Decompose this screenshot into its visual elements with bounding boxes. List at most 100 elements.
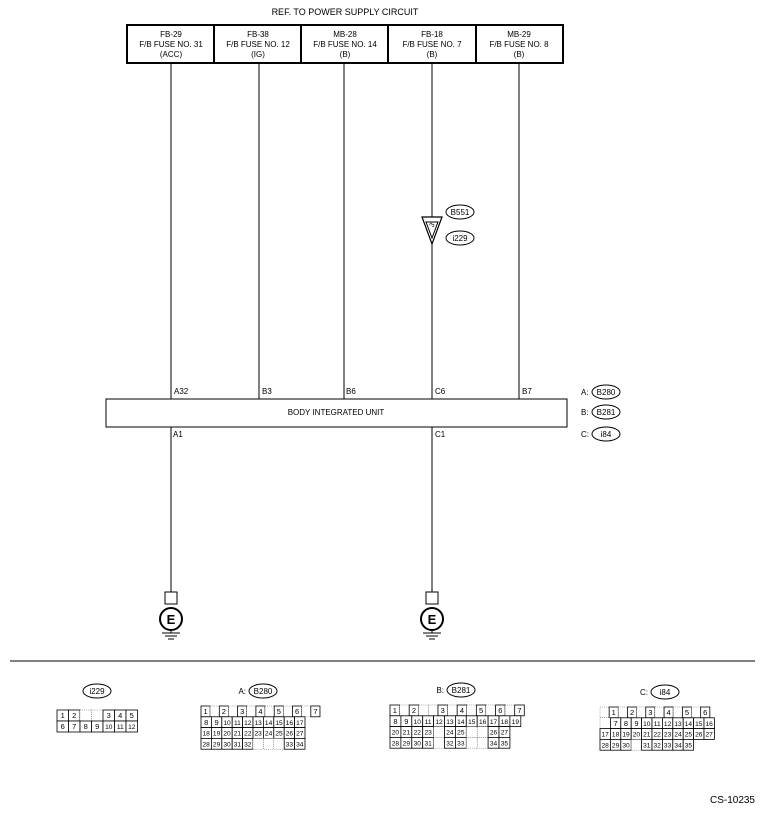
pin-number: 2 [412, 706, 416, 715]
pin-number: 28 [203, 741, 211, 748]
fuse-sub: (B) [427, 50, 438, 59]
pin-cell-empty [618, 706, 628, 718]
pin-number: 12 [128, 724, 136, 731]
pin-number: 6 [703, 708, 707, 717]
pin-number: 16 [706, 721, 714, 728]
pin-cell [125, 720, 138, 733]
pin-number: 26 [695, 732, 703, 739]
connector-prefix: C: [640, 688, 648, 697]
pin-number: 18 [612, 732, 620, 739]
pin-label: C6 [435, 387, 446, 396]
pin-number: 15 [275, 720, 283, 727]
pin-number: 7 [517, 706, 521, 715]
pin-number: 14 [685, 721, 693, 728]
pin-number: 34 [296, 741, 304, 748]
connector-code: B281 [452, 686, 471, 695]
connector-oval [650, 684, 680, 700]
fuse-cell-4: FB-18 F/B FUSE NO. 7 (B) [402, 30, 462, 59]
pin-number: 19 [622, 732, 630, 739]
key-prefix: A: [581, 388, 589, 397]
key-code: B281 [597, 408, 616, 417]
pin-cell-empty [399, 704, 410, 716]
inline-connector-arrow [421, 216, 443, 246]
pin-number: 3 [240, 707, 244, 716]
pin-number: 27 [706, 732, 714, 739]
pin-cell [682, 739, 695, 751]
pin-number: 22 [414, 730, 422, 737]
pin-number: 24 [265, 731, 273, 738]
footer-code: CS-10235 [710, 795, 755, 806]
pin-number: 30 [622, 742, 630, 749]
key-oval [591, 384, 621, 400]
pin-number: 31 [424, 740, 432, 747]
connector-key: A: B280 B: B281 C: i84 [581, 384, 621, 442]
ground-symbol-c1: E [420, 591, 444, 640]
pin-number: 20 [392, 730, 400, 737]
pin-cell-empty [91, 709, 104, 722]
pin-cell-empty [477, 726, 489, 738]
pin-cell-empty [477, 737, 489, 749]
fuse-name: F/B FUSE NO. 12 [226, 40, 290, 49]
pin-number: 7 [614, 719, 618, 728]
fuse-code: MB-29 [507, 30, 531, 39]
pin-cell [294, 738, 306, 750]
pin-number: 23 [255, 731, 263, 738]
pin-label: B7 [522, 387, 532, 396]
pin-label: C1 [435, 430, 446, 439]
pin-cell [498, 737, 511, 749]
fuse-code: FB-18 [421, 30, 443, 39]
pin-number: 28 [392, 740, 400, 747]
pin-cell-empty [228, 705, 238, 717]
pin-number: 15 [468, 719, 476, 726]
pin-number: 16 [286, 720, 294, 727]
pin-cell-empty [263, 738, 274, 750]
key-prefix: C: [581, 430, 589, 439]
pin-number: 14 [457, 719, 465, 726]
pin-number: 2 [72, 711, 76, 720]
pin-cell-empty [252, 738, 264, 750]
pin-number: 3 [441, 706, 445, 715]
pin-number: 12 [244, 720, 252, 727]
pin-number: 5 [277, 707, 281, 716]
pin-number: 33 [664, 742, 672, 749]
pin-number: 17 [602, 732, 610, 739]
pin-number: 16 [479, 719, 487, 726]
fuse-sub: (B) [514, 50, 525, 59]
fuse-name: F/B FUSE NO. 8 [489, 40, 549, 49]
pin-number: 2 [630, 708, 634, 717]
inline-connector: 3 B551 i229 [421, 204, 475, 246]
pin-number: 9 [95, 722, 99, 731]
pin-number: 22 [244, 731, 252, 738]
pin-cell-empty [447, 704, 458, 716]
key-code: B280 [597, 388, 616, 397]
fuse-name: F/B FUSE NO. 31 [139, 40, 203, 49]
key-oval [591, 404, 621, 420]
pin-number: 29 [612, 742, 620, 749]
pin-number: 23 [664, 732, 672, 739]
pin-cell-empty [210, 705, 220, 717]
pin-number: 11 [425, 719, 432, 726]
pin-number: 32 [244, 741, 252, 748]
fuse-cell-5: MB-29 F/B FUSE NO. 8 (B) [489, 30, 549, 59]
fuse-cell-2: FB-38 F/B FUSE NO. 12 (IG) [226, 30, 290, 59]
fuse-box [126, 24, 564, 64]
pin-cell-empty [466, 726, 478, 738]
pin-number: 29 [213, 741, 221, 748]
inline-connector-pin: 3 [429, 222, 437, 229]
pin-number: 26 [490, 730, 498, 737]
fuse-sub: (B) [340, 50, 351, 59]
pin-number: 17 [490, 719, 498, 726]
pin-number: 8 [393, 717, 397, 726]
pin-cell-empty [466, 704, 477, 716]
fuse-code: FB-38 [247, 30, 269, 39]
pin-number: 21 [403, 730, 411, 737]
pin-cell-empty [485, 704, 496, 716]
connector-oval-b551 [445, 204, 475, 220]
body-integrated-unit [105, 398, 568, 428]
pin-number: 13 [255, 720, 263, 727]
pin-label: B6 [346, 387, 356, 396]
fuse-name: F/B FUSE NO. 7 [402, 40, 462, 49]
